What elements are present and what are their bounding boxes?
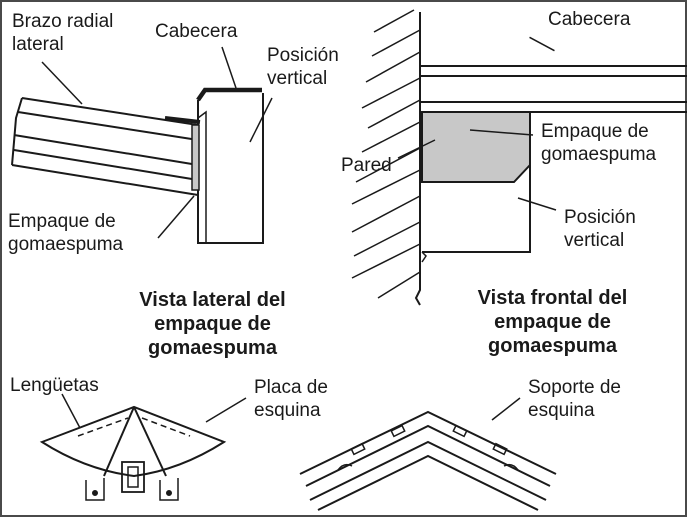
- header-front: [420, 65, 687, 113]
- label-cabecera-frontal: Cabecera: [548, 9, 631, 30]
- wall-hatch: [351, 9, 421, 299]
- vertical-position-box-side: [197, 93, 264, 244]
- label-cabecera-lateral: Cabecera: [155, 21, 238, 42]
- label-lenguetas: Lengüetas: [10, 375, 99, 396]
- front-view-drawing: [351, 9, 687, 306]
- header-lip: [164, 116, 201, 124]
- wall-face: [414, 12, 421, 306]
- side-view-drawing: [11, 46, 273, 244]
- label-soporte-de-esquina: Soporte de esquina: [528, 377, 621, 421]
- label-empaque-lateral: Empaque de gomaespuma: [8, 211, 124, 255]
- header-side: [196, 87, 262, 102]
- title-vista-lateral: Vista lateral del empaque de gomaespuma: [139, 289, 286, 359]
- corner-plate-drawing: [39, 393, 247, 501]
- radial-arm: [11, 97, 199, 196]
- label-posicion-vertical-frontal: Posición vertical: [564, 207, 636, 251]
- vertical-position-box-front: [422, 165, 531, 253]
- label-posicion-vertical-lateral: Posición vertical: [267, 45, 339, 89]
- label-brazo-radial-lateral: Brazo radial lateral: [12, 11, 114, 55]
- corner-bracket-drawing: [299, 397, 557, 511]
- foam-pad-side: [191, 124, 200, 191]
- title-vista-frontal: Vista frontal del empaque de gomaespuma: [477, 287, 628, 357]
- foam-pad-front: [421, 111, 531, 183]
- label-placa-de-esquina: Placa de esquina: [254, 377, 328, 421]
- label-empaque-frontal: Empaque de gomaespuma: [541, 121, 657, 165]
- label-pared: Pared: [341, 155, 392, 176]
